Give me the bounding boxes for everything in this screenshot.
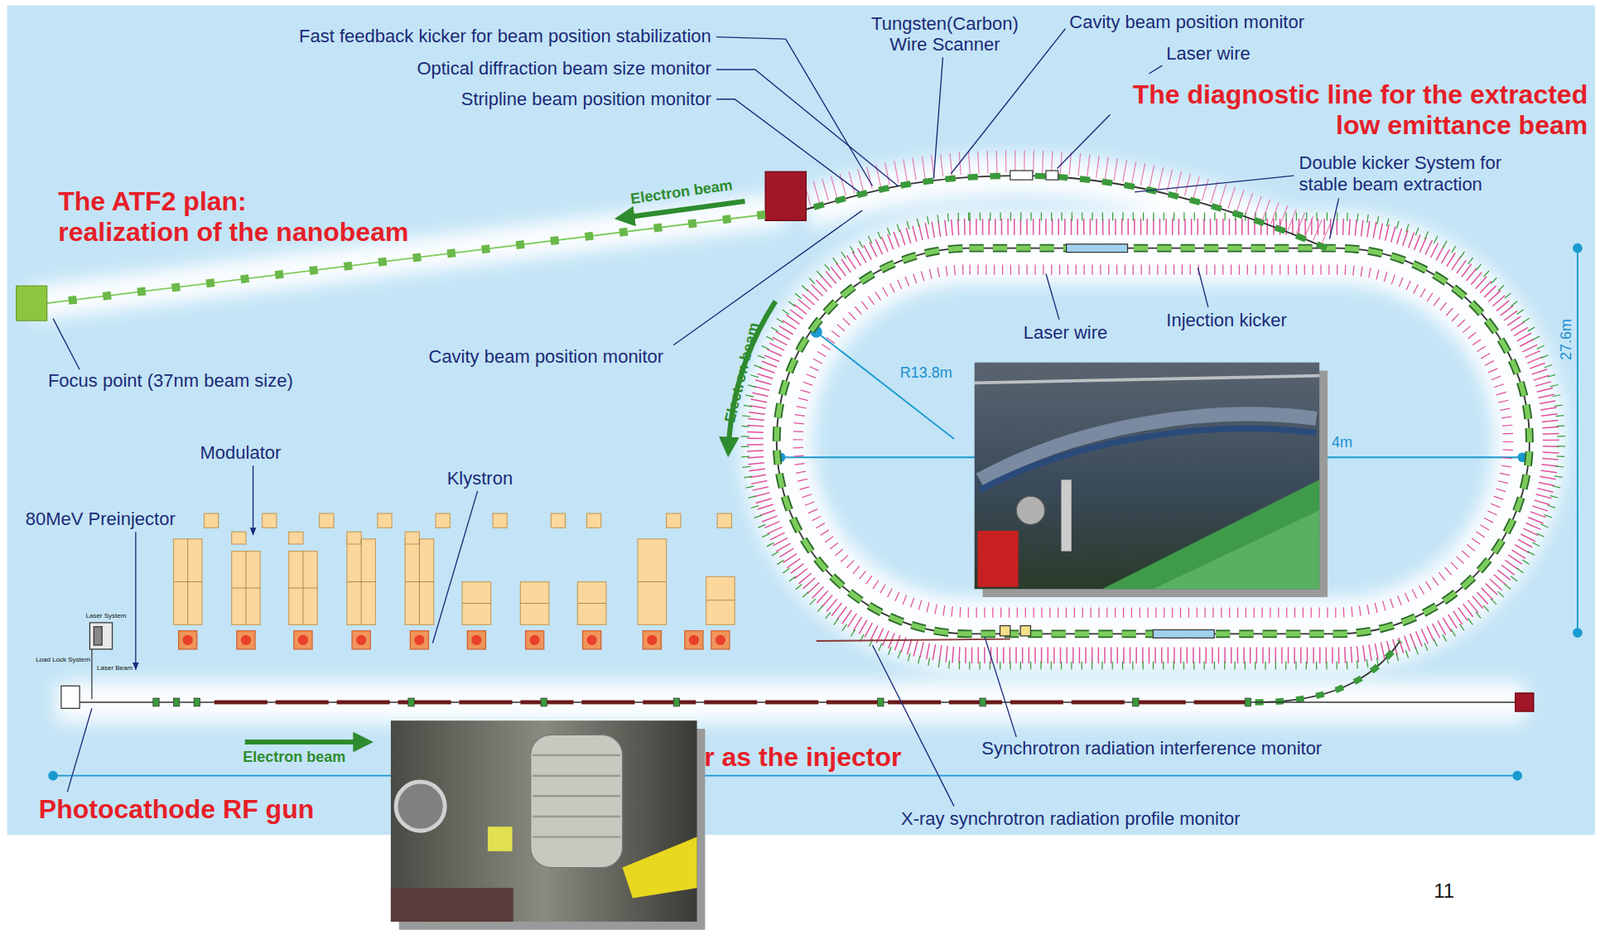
callout-label: Double kicker System for stable beam ext… [1299, 152, 1503, 195]
callout-label: Laser wire [1166, 43, 1250, 65]
page-number: 11 [1433, 879, 1455, 903]
callout-label: Modulator [200, 442, 282, 463]
atf2-line [16, 214, 766, 321]
injection-line [816, 639, 1401, 703]
callout-label: Laser wire [1023, 322, 1108, 343]
dimension-label: R13.8m [900, 363, 953, 381]
text-line: The diagnostic line for the extracted [1132, 79, 1588, 111]
callout-label: Cavity beam position monitor [428, 346, 665, 368]
beam-direction-label: Electron beam [242, 748, 346, 767]
linac [61, 622, 1534, 712]
part-label: Laser Beam [96, 664, 133, 672]
callout-label: 80MeV Preinjector [25, 509, 176, 531]
photo-linac [390, 720, 706, 930]
text-line: The ATF2 plan: [57, 187, 409, 218]
callout-label: Synchrotron radiation interference monit… [981, 738, 1322, 760]
damping-ring [745, 216, 1562, 666]
text-line: Tungsten(Carbon) [871, 12, 1019, 34]
beam-direction-label: Electron beam [629, 176, 734, 208]
dimension-label: 27.6m [1557, 318, 1576, 361]
background-panel [7, 4, 1596, 835]
headline: The diagnostic line for the extracted lo… [1132, 79, 1588, 141]
beam-direction-label: Electron beam [721, 320, 763, 425]
dimension-label: 4m [1331, 433, 1353, 451]
dump-block [765, 171, 806, 221]
part-label: Laser System [86, 612, 127, 621]
headline: The ATF2 plan: realization of the nanobe… [57, 187, 409, 249]
text-line: stable beam extraction [1299, 173, 1503, 194]
scale-lines [48, 244, 1582, 781]
leader-lines [53, 28, 1340, 807]
part-label: Load Lock System [35, 656, 91, 665]
extraction-line [765, 161, 1327, 249]
headline: Photocathode RF gun [38, 794, 314, 825]
beam-direction-arrows [245, 201, 776, 743]
text-line: realization of the nanobeam [57, 216, 409, 248]
callout-label: Injection kicker [1166, 309, 1287, 331]
callout-label: Focus point (37nm beam size) [48, 370, 294, 391]
callout-label: Klystron [447, 467, 513, 489]
text-line: low emittance beam [1132, 110, 1588, 141]
callout-label: Tungsten(Carbon) Wire Scanner [871, 12, 1019, 55]
callout-label: X-ray synchrotron radiation profile moni… [901, 809, 1241, 830]
text-line: Double kicker System for [1299, 152, 1503, 174]
headline: r as the injector [703, 742, 902, 773]
photo-ring [974, 362, 1328, 598]
glow [30, 175, 1530, 703]
text-line: Wire Scanner [871, 33, 1019, 55]
callout-label: Optical diffraction beam size monitor [416, 57, 711, 79]
callout-label: Stripline beam position monitor [461, 88, 712, 110]
callout-label: Fast feedback kicker for beam position s… [298, 26, 712, 48]
callout-label: Cavity beam position monitor [1069, 11, 1305, 33]
klystron-gallery [173, 513, 735, 650]
